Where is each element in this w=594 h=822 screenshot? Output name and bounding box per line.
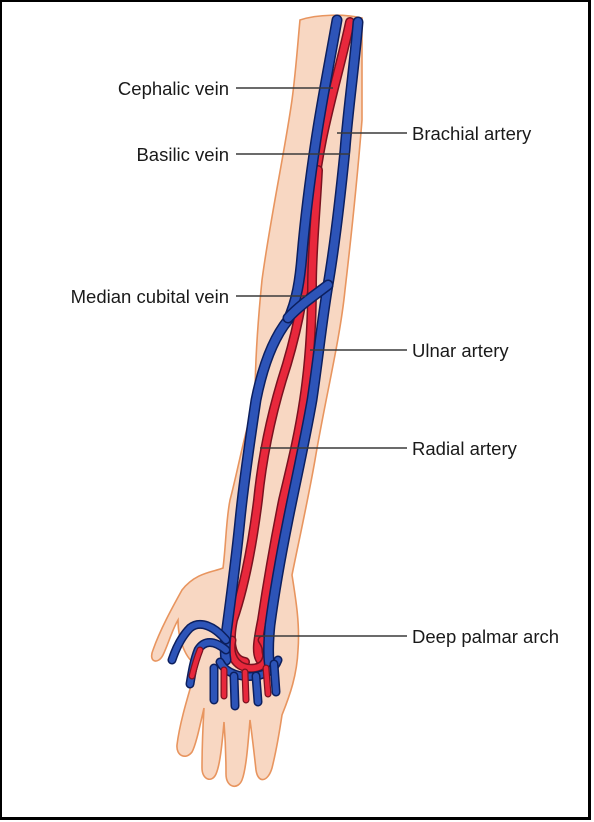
label-radial-artery: Radial artery bbox=[412, 438, 518, 459]
label-median-cubital-vein: Median cubital vein bbox=[71, 286, 229, 307]
label-ulnar-artery: Ulnar artery bbox=[412, 340, 509, 361]
label-basilic-vein: Basilic vein bbox=[136, 144, 229, 165]
label-brachial-artery: Brachial artery bbox=[412, 123, 532, 144]
label-deep-palmar-arch: Deep palmar arch bbox=[412, 626, 559, 647]
label-cephalic-vein: Cephalic vein bbox=[118, 78, 229, 99]
